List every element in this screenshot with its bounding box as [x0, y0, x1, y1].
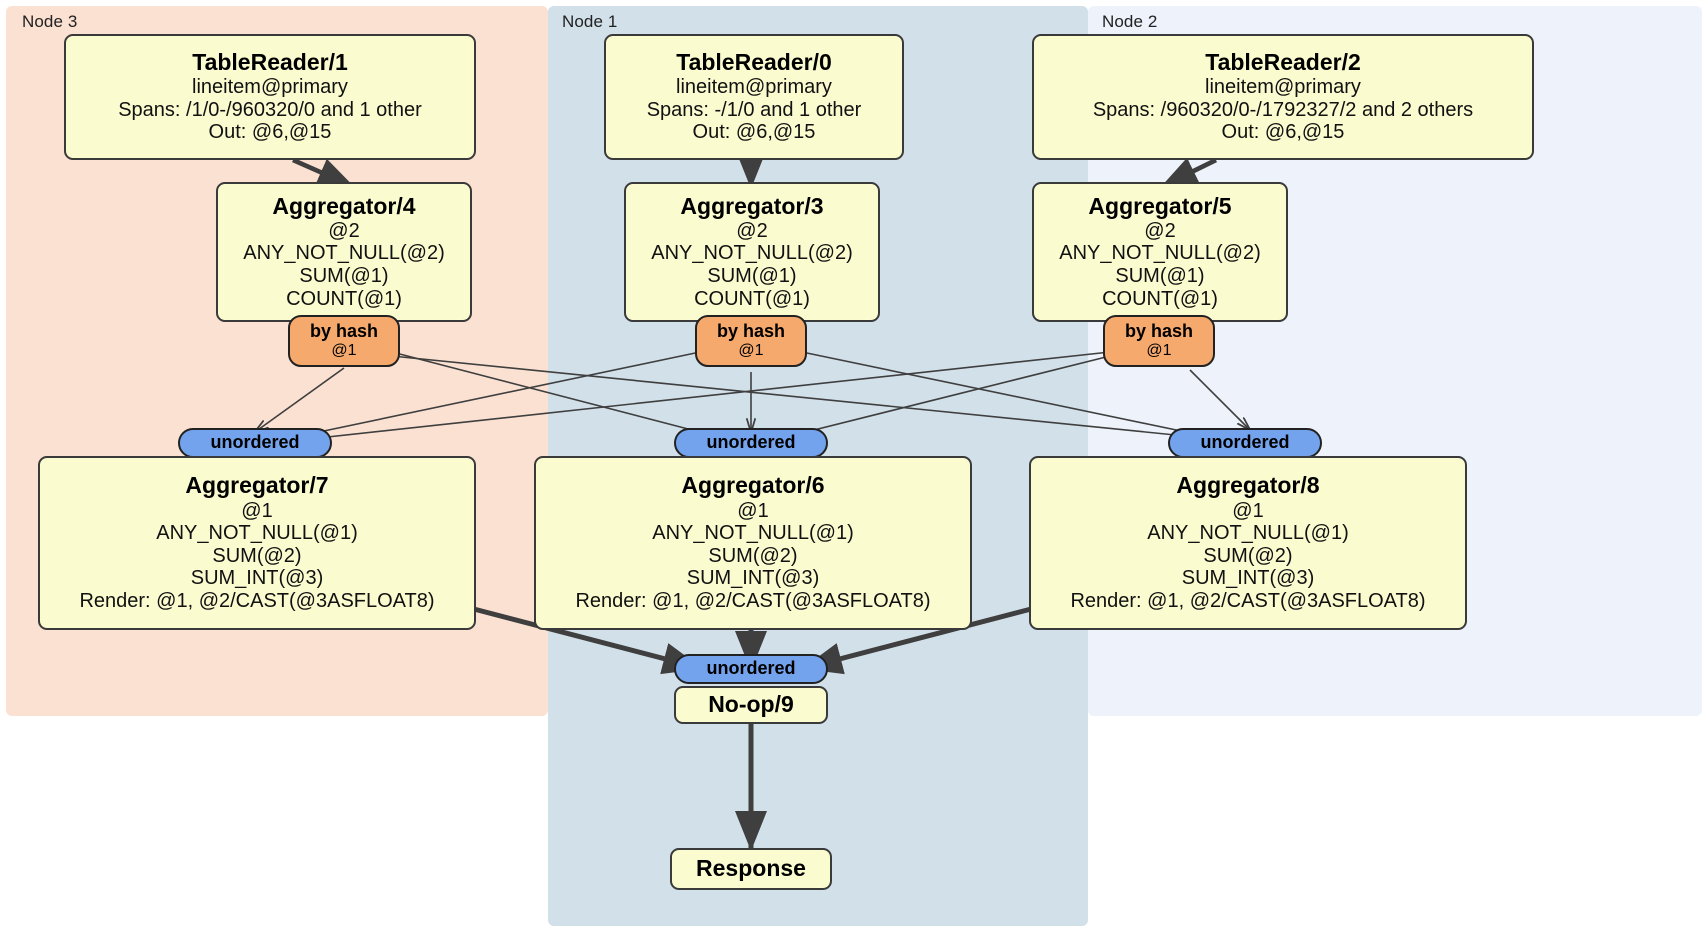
pill-label: unordered [210, 432, 300, 453]
box-line: Render: @1, @2/CAST(@3ASFLOAT8) [575, 589, 931, 612]
hash-router-node3[interactable]: by hash @1 [288, 315, 400, 367]
box-title: Aggregator/6 [681, 472, 825, 499]
box-line: ANY_NOT_NULL(@1) [652, 522, 854, 545]
pill-label: unordered [706, 658, 796, 679]
box-line: SUM_INT(@3) [190, 567, 324, 590]
hash-router-node2[interactable]: by hash @1 [1103, 315, 1215, 367]
box-line: Spans: /960320/0-/1792327/2 and 2 others [1092, 98, 1474, 121]
box-line: Render: @1, @2/CAST(@3ASFLOAT8) [1070, 589, 1426, 612]
node-label-node1: Node 1 [562, 12, 618, 31]
box-line: lineitem@primary [1205, 76, 1361, 99]
box-line: SUM(@2) [1203, 544, 1293, 567]
box-line: Spans: /1/0-/960320/0 and 1 other [118, 98, 422, 121]
box-title: TableReader/1 [192, 49, 348, 76]
box-title: Aggregator/5 [1088, 192, 1232, 219]
box-line: COUNT(@1) [1102, 287, 1218, 310]
box-line: ANY_NOT_NULL(@1) [156, 522, 358, 545]
box-line: COUNT(@1) [286, 287, 402, 310]
box-line: SUM_INT(@3) [686, 567, 820, 590]
unordered-synchronizer-node3[interactable]: unordered [178, 428, 332, 458]
pill-label: by hash [716, 321, 786, 342]
box-line: lineitem@primary [192, 76, 348, 99]
box-title: Aggregator/8 [1176, 472, 1320, 499]
pill-label: by hash [1124, 321, 1194, 342]
box-line: @2 [736, 219, 768, 242]
box-title: TableReader/2 [1205, 49, 1361, 76]
box-line: @2 [1144, 219, 1176, 242]
box-line: @1 [241, 499, 273, 522]
box-line: SUM(@1) [299, 265, 389, 288]
table-reader-node1[interactable]: TableReader/0 lineitem@primary Spans: -/… [604, 34, 904, 160]
box-line: @2 [328, 219, 360, 242]
pill-column: @1 [1146, 342, 1172, 360]
box-line: SUM(@2) [212, 544, 302, 567]
box-line: COUNT(@1) [694, 287, 810, 310]
node-label-node3: Node 3 [22, 12, 78, 31]
box-line: lineitem@primary [676, 76, 832, 99]
no-op-9[interactable]: No-op/9 [674, 686, 828, 724]
box-line: Out: @6,@15 [1221, 121, 1345, 144]
aggregator-3[interactable]: Aggregator/3 @2 ANY_NOT_NULL(@2) SUM(@1)… [624, 182, 880, 322]
unordered-synchronizer-node2[interactable]: unordered [1168, 428, 1322, 458]
box-title: Aggregator/3 [680, 192, 824, 219]
pill-column: @1 [738, 342, 764, 360]
aggregator-4[interactable]: Aggregator/4 @2 ANY_NOT_NULL(@2) SUM(@1)… [216, 182, 472, 322]
box-line: ANY_NOT_NULL(@1) [1147, 522, 1349, 545]
box-line: @1 [737, 499, 769, 522]
pill-column: @1 [331, 342, 357, 360]
pill-label: unordered [706, 432, 796, 453]
box-line: SUM(@2) [708, 544, 798, 567]
box-line: SUM(@1) [707, 265, 797, 288]
unordered-synchronizer-node1[interactable]: unordered [674, 428, 828, 458]
box-line: SUM(@1) [1115, 265, 1205, 288]
box-line: Out: @6,@15 [208, 121, 332, 144]
aggregator-7[interactable]: Aggregator/7 @1 ANY_NOT_NULL(@1) SUM(@2)… [38, 456, 476, 630]
box-line: Render: @1, @2/CAST(@3ASFLOAT8) [79, 589, 435, 612]
table-reader-node3[interactable]: TableReader/1 lineitem@primary Spans: /1… [64, 34, 476, 160]
hash-router-node1[interactable]: by hash @1 [695, 315, 807, 367]
node-label-node2: Node 2 [1102, 12, 1158, 31]
aggregator-5[interactable]: Aggregator/5 @2 ANY_NOT_NULL(@2) SUM(@1)… [1032, 182, 1288, 322]
box-line: Spans: -/1/0 and 1 other [646, 98, 862, 121]
box-line: SUM_INT(@3) [1181, 567, 1315, 590]
response[interactable]: Response [670, 848, 832, 890]
box-title: No-op/9 [708, 690, 794, 717]
box-title: Aggregator/4 [272, 192, 416, 219]
aggregator-8[interactable]: Aggregator/8 @1 ANY_NOT_NULL(@1) SUM(@2)… [1029, 456, 1467, 630]
table-reader-node2[interactable]: TableReader/2 lineitem@primary Spans: /9… [1032, 34, 1534, 160]
aggregator-6[interactable]: Aggregator/6 @1 ANY_NOT_NULL(@1) SUM(@2)… [534, 456, 972, 630]
box-line: @1 [1232, 499, 1264, 522]
pill-label: by hash [309, 321, 379, 342]
box-line: ANY_NOT_NULL(@2) [651, 242, 853, 265]
box-line: ANY_NOT_NULL(@2) [243, 242, 445, 265]
box-title: TableReader/0 [676, 49, 832, 76]
box-title: Response [696, 854, 806, 881]
box-title: Aggregator/7 [185, 472, 329, 499]
unordered-synchronizer-final[interactable]: unordered [674, 654, 828, 684]
pill-label: unordered [1200, 432, 1290, 453]
box-line: Out: @6,@15 [692, 121, 816, 144]
box-line: ANY_NOT_NULL(@2) [1059, 242, 1261, 265]
